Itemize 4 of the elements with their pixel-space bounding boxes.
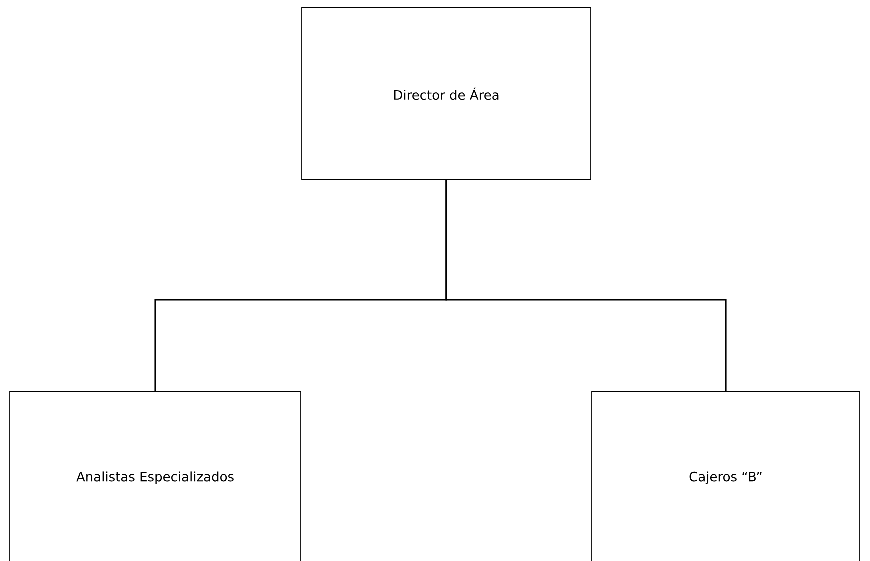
connector-line [446, 180, 727, 392]
org-box: Director de Área [302, 8, 592, 180]
org-box: Analistas Especializados [10, 392, 302, 561]
org-box: Cajeros “B” [592, 392, 860, 561]
